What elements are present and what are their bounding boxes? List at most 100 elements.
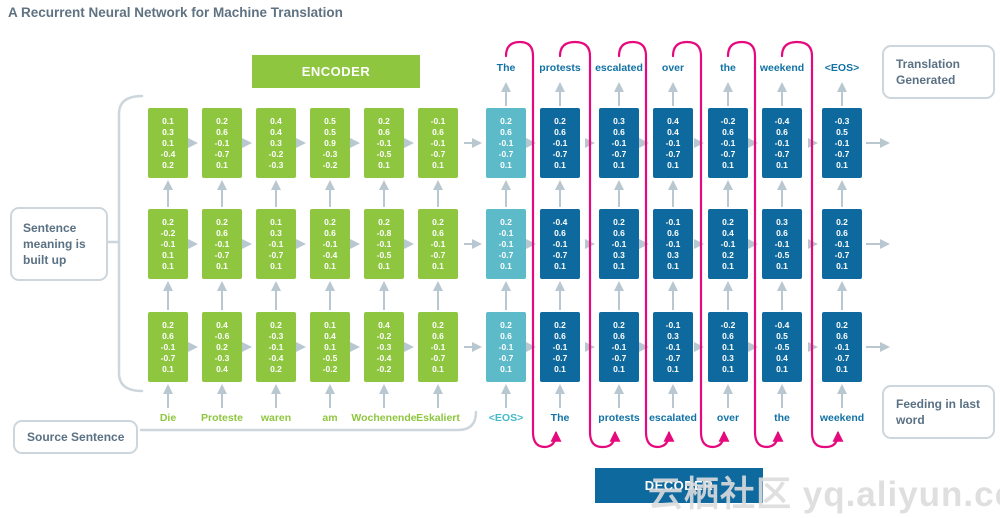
vector-value: 0.2: [722, 249, 734, 260]
vector-value: 0.6: [667, 227, 679, 238]
vector-value: 0.1: [667, 363, 679, 374]
vector-value: 0.2: [270, 363, 282, 374]
vector-value: 0.2: [432, 319, 444, 330]
vector-value: -0.7: [214, 148, 230, 159]
vector-value: 0.1: [162, 115, 174, 126]
vector-value: 0.1: [836, 363, 848, 374]
vector-value: -0.1: [430, 137, 446, 148]
vector-value: -0.1: [498, 227, 514, 238]
vector-value: 0.6: [722, 126, 734, 137]
vector-value: -0.1: [160, 341, 176, 352]
vector-value: 0.1: [378, 159, 390, 170]
vector-value: 0.4: [667, 126, 679, 137]
vector-value: 0.6: [554, 227, 566, 238]
vector-value: -0.5: [774, 341, 790, 352]
vector-value: -0.5: [322, 352, 338, 363]
vector-value: -0.2: [720, 115, 736, 126]
input-word-dec-5: the: [774, 412, 790, 424]
vector-value: -0.7: [774, 148, 790, 159]
vector-value: 0.5: [836, 126, 848, 137]
vector-value: -0.6: [214, 330, 230, 341]
vector-value: 0.6: [216, 126, 228, 137]
vector-value: 0.2: [162, 216, 174, 227]
vector-value: 0.2: [613, 216, 625, 227]
vector-value: 0.6: [432, 126, 444, 137]
vector-value: -0.1: [552, 238, 568, 249]
vector-value: -0.1: [834, 137, 850, 148]
vector-value: -0.1: [376, 137, 392, 148]
vector-value: 0.1: [432, 159, 444, 170]
vector-value: 0.1: [776, 159, 788, 170]
vector-value: 0.6: [500, 330, 512, 341]
vector-value: 0.1: [324, 341, 336, 352]
vector-value: 0.3: [270, 227, 282, 238]
vector-value: -0.1: [720, 238, 736, 249]
vector-value: -0.1: [498, 238, 514, 249]
vector-value: -0.5: [376, 249, 392, 260]
vector-value: 0.2: [378, 216, 390, 227]
vector-value: -0.1: [430, 341, 446, 352]
vector-value: -0.1: [214, 137, 230, 148]
vector-value: 0.2: [500, 319, 512, 330]
vector-value: -0.7: [498, 352, 514, 363]
vector-value: -0.1: [774, 238, 790, 249]
vector-value: 0.1: [162, 260, 174, 271]
output-word-dec-4: the: [720, 62, 736, 74]
vector-value: 0.6: [432, 227, 444, 238]
vector-value: 0.1: [776, 363, 788, 374]
vector-value: -0.1: [611, 238, 627, 249]
vector-value: 0.3: [613, 249, 625, 260]
vector-value: -0.7: [552, 148, 568, 159]
vector-value: 0.1: [613, 363, 625, 374]
vector-value: 0.6: [554, 126, 566, 137]
vector-value: 0.3: [776, 216, 788, 227]
encoder-bracket: [117, 94, 144, 393]
vector-value: -0.3: [268, 330, 284, 341]
vector-value: -0.1: [430, 115, 446, 126]
vector-value: -0.1: [214, 238, 230, 249]
vector-value: -0.4: [376, 352, 392, 363]
vector-value: 0.2: [216, 115, 228, 126]
vector-value: -0.3: [214, 352, 230, 363]
vector-value: -0.2: [720, 319, 736, 330]
note-translation-generated: Translation Generated: [882, 45, 995, 99]
vector-value: -0.4: [552, 216, 568, 227]
watermark: 云栖社区 yq.aliyun.com: [648, 475, 1000, 514]
vector-value: -0.8: [376, 227, 392, 238]
note-sentence-meaning: Sentence meaning is built up: [10, 207, 108, 281]
vector-value: 0.1: [613, 159, 625, 170]
vector-value: -0.1: [498, 137, 514, 148]
vector-value: 0.4: [216, 363, 228, 374]
vector-value: -0.2: [376, 363, 392, 374]
vector-value: 0.6: [554, 330, 566, 341]
vector-value: -0.5: [774, 249, 790, 260]
output-word-dec-5: weekend: [759, 62, 805, 74]
vector-value: 0.6: [378, 126, 390, 137]
vector-value: 0.2: [500, 115, 512, 126]
input-word-bridge: <EOS>: [488, 412, 524, 424]
input-word-enc-3: waren: [260, 412, 292, 424]
vector-value: 0.2: [554, 115, 566, 126]
vector-value: 0.1: [722, 159, 734, 170]
vector-value: 0.4: [776, 352, 788, 363]
vector-value: -0.7: [611, 148, 627, 159]
vector-value: 0.1: [216, 260, 228, 271]
